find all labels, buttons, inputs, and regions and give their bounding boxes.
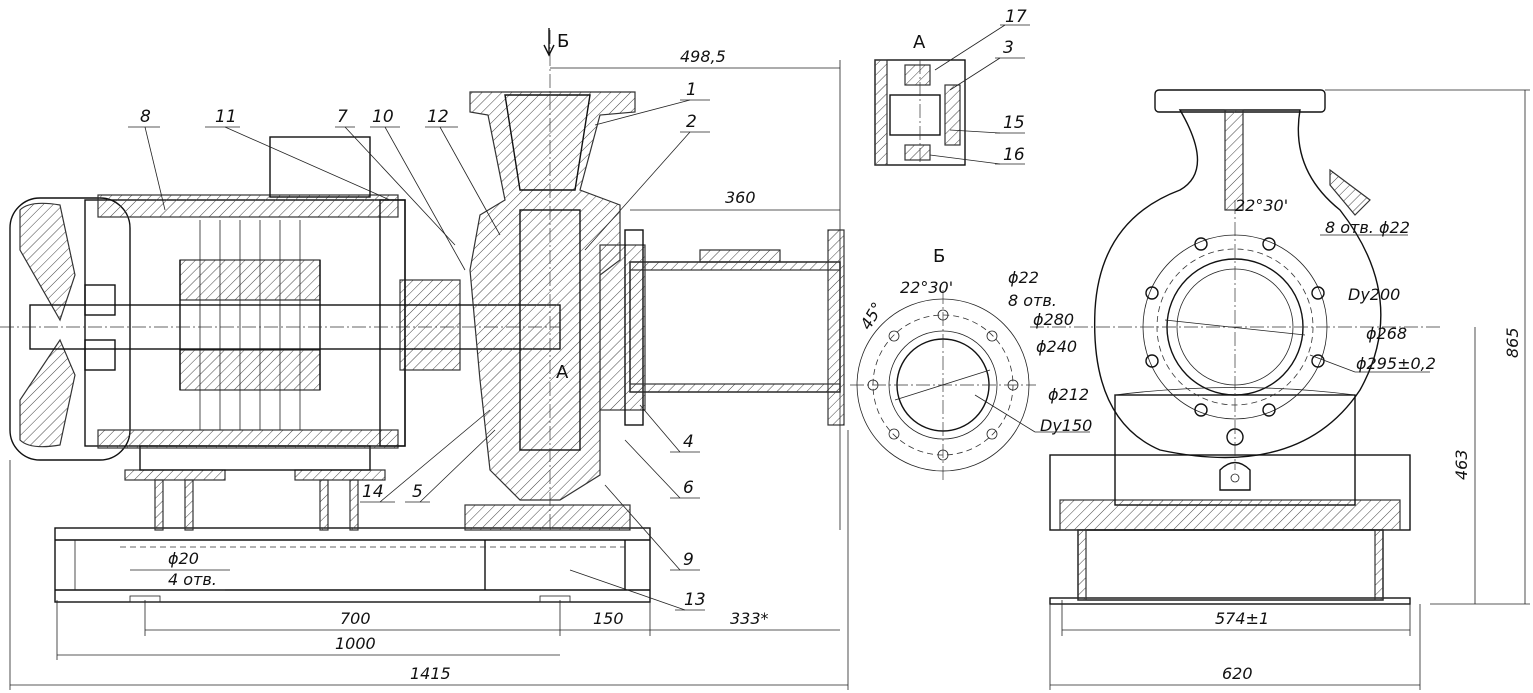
dim-1415: 1415 xyxy=(410,664,451,683)
callout-1: 1 xyxy=(686,80,697,100)
dim-phi240: ϕ240 xyxy=(1036,337,1077,356)
dim-4-holes: 4 отв. xyxy=(168,570,217,589)
dim-498: 498,5 xyxy=(680,47,726,66)
callout-5: 5 xyxy=(412,482,423,502)
section-b-marker: Б xyxy=(543,28,569,57)
base-frame xyxy=(54,527,651,603)
dim-1000: 1000 xyxy=(335,634,376,653)
dim-angle-45: 45° xyxy=(856,299,887,333)
callout-16: 16 xyxy=(1003,145,1025,165)
dim-333: 333* xyxy=(730,609,769,628)
callout-13: 13 xyxy=(684,590,706,610)
dim-dy200: Dy200 xyxy=(1348,285,1400,304)
dim-holes8-phi22-r: 8 отв. ϕ22 xyxy=(1325,218,1410,237)
front-view: 22°30' 8 отв. ϕ22 Dy200 ϕ268 ϕ295±0,2 57… xyxy=(1030,89,1530,690)
dim-620: 620 xyxy=(1222,664,1253,683)
detail-a-label: А xyxy=(913,32,926,53)
callout-9: 9 xyxy=(683,550,694,570)
dim-angle-22-b: 22°30' xyxy=(900,278,953,297)
dim-463: 463 xyxy=(1452,449,1471,480)
callout-7: 7 xyxy=(337,107,348,127)
section-b-label: Б xyxy=(557,31,569,52)
callout-2: 2 xyxy=(686,112,697,132)
view-b-flange: Б 22°30' 45° ϕ22 8 отв. ϕ280 ϕ240 ϕ212 D… xyxy=(850,246,1092,480)
side-dimensions: 498,5 360 700 150 333* 1000 1415 ϕ20 4 о… xyxy=(9,47,849,690)
callout-10: 10 xyxy=(372,107,394,127)
dim-dy150: Dy150 xyxy=(1040,416,1092,435)
dim-150: 150 xyxy=(593,609,624,628)
dim-700: 700 xyxy=(340,609,371,628)
dim-phi212: ϕ212 xyxy=(1048,385,1089,404)
callout-15: 15 xyxy=(1003,113,1025,133)
callout-11: 11 xyxy=(215,107,237,127)
section-a-inner-label: А xyxy=(556,362,569,383)
callout-8: 8 xyxy=(140,107,151,127)
dim-phi295: ϕ295±0,2 xyxy=(1356,354,1436,373)
discharge-pipe xyxy=(629,229,845,426)
dim-574: 574±1 xyxy=(1215,609,1269,628)
callouts-side: 8 11 7 10 12 1 2 4 6 9 13 14 5 А xyxy=(128,80,710,611)
dim-phi22-b: ϕ22 xyxy=(1008,268,1039,287)
callout-17: 17 xyxy=(1005,7,1027,27)
pump-volute xyxy=(469,91,646,501)
dim-holes8-b: 8 отв. xyxy=(1008,291,1057,310)
motor xyxy=(9,136,461,461)
dim-phi280: ϕ280 xyxy=(1033,310,1074,329)
callout-12: 12 xyxy=(427,107,449,127)
dim-phi20: ϕ20 xyxy=(168,549,199,568)
motor-feet xyxy=(124,445,386,531)
dim-360: 360 xyxy=(725,188,756,207)
side-view xyxy=(0,30,845,603)
view-b-label: Б xyxy=(933,246,945,267)
callout-14: 14 xyxy=(362,482,384,502)
callout-4: 4 xyxy=(683,432,694,452)
callout-3: 3 xyxy=(1003,38,1014,58)
pump-base-plate xyxy=(464,504,631,531)
dim-865: 865 xyxy=(1503,327,1522,358)
dim-angle-22-r: 22°30' xyxy=(1235,196,1288,215)
dim-phi268: ϕ268 xyxy=(1366,324,1407,343)
callout-6: 6 xyxy=(683,478,694,498)
detail-a: А 17 3 15 16 xyxy=(874,7,1030,166)
